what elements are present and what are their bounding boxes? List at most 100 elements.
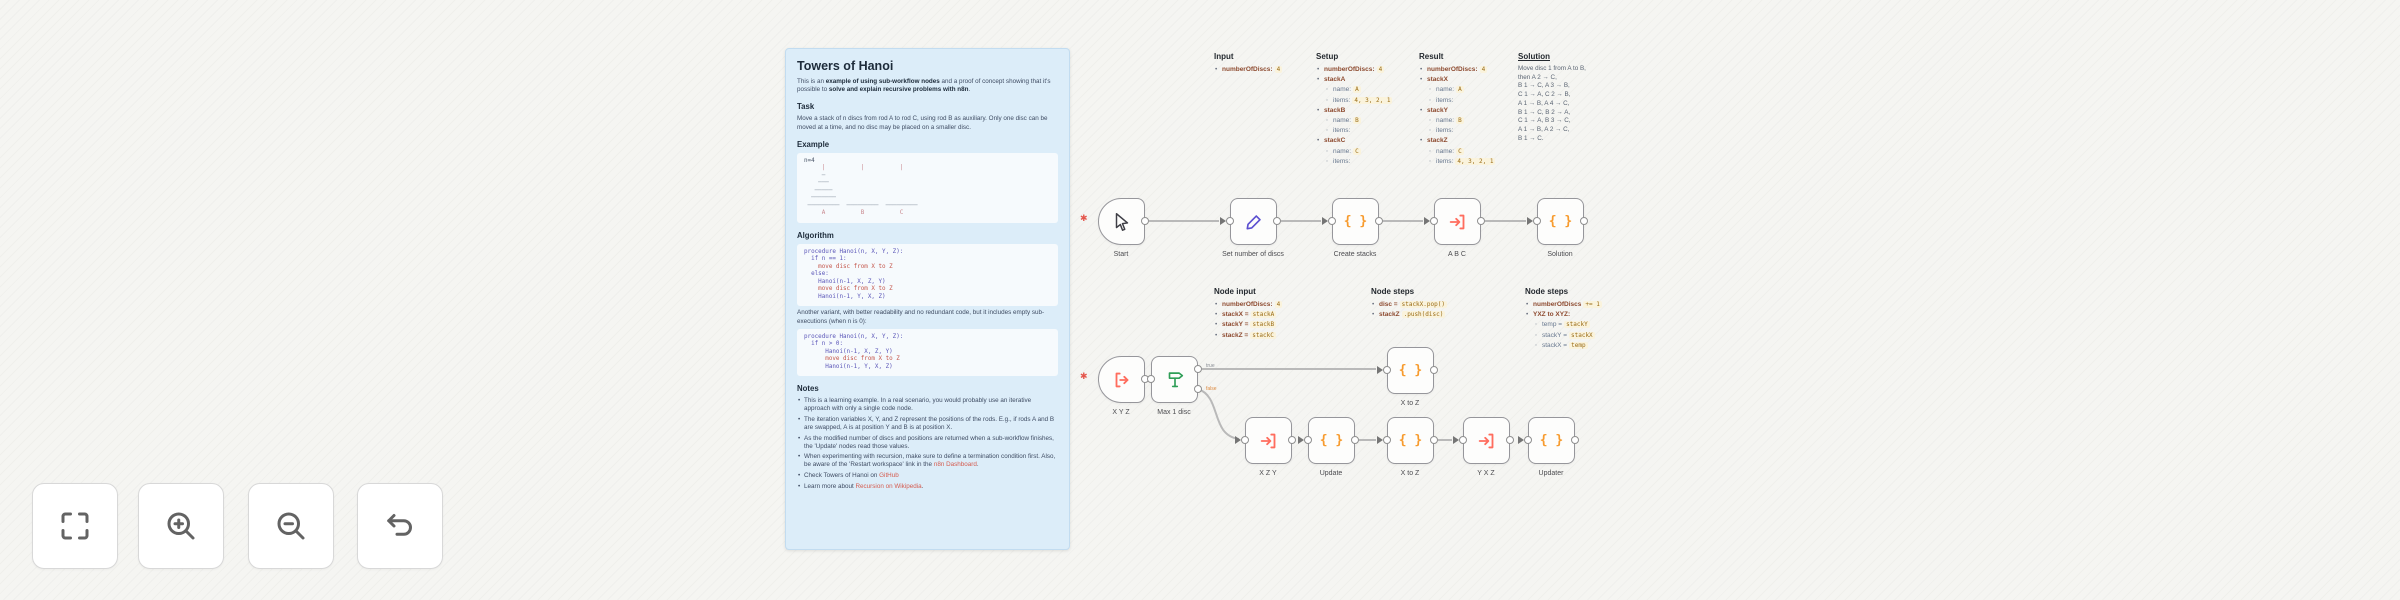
code-line: Hanoi(n-1, Y, X, Z): [804, 293, 886, 300]
node-xyz-trigger[interactable]: [1098, 356, 1145, 403]
note-item: Learn more about Recursion on Wikipedia.: [797, 483, 1058, 491]
code-braces-icon: { }: [1319, 433, 1344, 448]
node-updater[interactable]: { }: [1528, 417, 1575, 464]
input-port[interactable]: [1226, 217, 1234, 225]
input-port[interactable]: [1430, 217, 1438, 225]
annotation-row: stackC: [1316, 136, 1416, 146]
code-braces-icon: { }: [1398, 363, 1423, 378]
note-item: The iteration variables X, Y, and Z repr…: [797, 416, 1058, 432]
example-art-line: ─────: [804, 187, 833, 194]
input-port[interactable]: [1304, 436, 1312, 444]
code-line: if n == 1:: [804, 256, 847, 263]
solution-line: B 1 → C.: [1518, 134, 1544, 142]
annotation-row: name:B: [1316, 116, 1416, 126]
example-art-line: ───: [804, 180, 829, 187]
output-port[interactable]: [1351, 436, 1359, 444]
code-line: move disc from X to Z: [804, 263, 893, 270]
output-port-false[interactable]: [1194, 385, 1202, 393]
node-create-stacks-label: Create stacks: [1333, 251, 1377, 258]
if-signpost-icon: [1168, 371, 1183, 387]
connection-arrow: [1424, 217, 1430, 225]
annotation-row: stackY: [1419, 106, 1514, 116]
node-solution[interactable]: { }: [1537, 198, 1584, 245]
output-port[interactable]: [1477, 217, 1485, 225]
variant-text: Another variant, with better readability…: [797, 309, 1045, 325]
zoom-in-button[interactable]: [138, 483, 224, 569]
node-x-to-z-top[interactable]: { }: [1387, 347, 1434, 394]
input-port[interactable]: [1328, 217, 1336, 225]
trigger-marker-icon: ✱: [1080, 371, 1088, 381]
node-xzy-label: X Z Y: [1259, 470, 1277, 477]
annotation-row: items:: [1419, 96, 1514, 106]
note-link[interactable]: n8n Dashboard: [933, 461, 977, 469]
sticky-note[interactable]: Towers of Hanoi This is an example of us…: [785, 48, 1070, 550]
note-link[interactable]: GitHub: [879, 471, 899, 479]
input-port[interactable]: [1383, 366, 1391, 374]
annotation-setup[interactable]: Setup numberOfDiscs:4stackAname:Aitems:4…: [1316, 52, 1416, 167]
output-port[interactable]: [1273, 217, 1281, 225]
input-port[interactable]: [1241, 436, 1249, 444]
code-line: Hanoi(n-1, X, Z, Y): [804, 278, 886, 285]
zoom-out-button[interactable]: [248, 483, 334, 569]
annotation-row: items:4, 3, 2, 1: [1419, 157, 1514, 167]
output-port[interactable]: [1141, 217, 1149, 225]
note-link[interactable]: Recursion on Wikipedia: [855, 482, 922, 490]
node-yxz-label: Y X Z: [1477, 470, 1495, 477]
connection-true-branch: [1202, 368, 1376, 370]
node-max-1-disc[interactable]: [1151, 356, 1198, 403]
connection-arrow: [1377, 366, 1383, 374]
annotation-row: stackZ: [1419, 136, 1514, 146]
annotation-node-steps-update[interactable]: Node steps numberOfDiscs+= 1YXZ to XYZ:t…: [1525, 287, 1640, 351]
example-art-line: ───────── ───────── ─────────: [804, 202, 918, 209]
output-port[interactable]: [1580, 217, 1588, 225]
node-set-number-of-discs[interactable]: [1230, 198, 1277, 245]
solution-line: B 1 → C, A 3 → B,: [1518, 82, 1570, 90]
node-yxz[interactable]: [1463, 417, 1510, 464]
node-start[interactable]: [1098, 198, 1145, 245]
annotation-solution[interactable]: Solution Move disc 1 from A to B,then A …: [1518, 52, 1613, 143]
node-abc[interactable]: [1434, 198, 1481, 245]
annotation-row: stackX: [1419, 75, 1514, 85]
zoom-to-fit-button[interactable]: [32, 483, 118, 569]
annotation-title: Input: [1214, 52, 1234, 61]
output-port[interactable]: [1375, 217, 1383, 225]
node-updater-label: Updater: [1538, 470, 1564, 477]
node-update[interactable]: { }: [1308, 417, 1355, 464]
input-port[interactable]: [1533, 217, 1541, 225]
connection-arrow: [1527, 217, 1533, 225]
annotation-title: Solution: [1518, 52, 1550, 61]
reset-zoom-button[interactable]: [357, 483, 443, 569]
input-port[interactable]: [1524, 436, 1532, 444]
node-x-to-z[interactable]: { }: [1387, 417, 1434, 464]
connection-arrow: [1220, 217, 1226, 225]
annotation-node-steps-move[interactable]: Node steps disc =stackX.pop()stackZ.push…: [1371, 287, 1486, 321]
execute-workflow-icon: [1260, 433, 1275, 448]
node-create-stacks[interactable]: { }: [1332, 198, 1379, 245]
connection-arrow: [1322, 217, 1328, 225]
output-port[interactable]: [1506, 436, 1514, 444]
node-xzy[interactable]: [1245, 417, 1292, 464]
code-line: move disc from X to Z: [804, 286, 893, 293]
output-port[interactable]: [1288, 436, 1296, 444]
if-false-label: false: [1206, 386, 1217, 392]
connection: [1359, 439, 1376, 441]
output-port[interactable]: [1430, 366, 1438, 374]
annotation-node-input[interactable]: Node input numberOfDiscs:4stackX =stackA…: [1214, 287, 1329, 341]
output-port[interactable]: [1430, 436, 1438, 444]
input-port[interactable]: [1383, 436, 1391, 444]
output-port[interactable]: [1571, 436, 1579, 444]
output-port-true[interactable]: [1194, 365, 1202, 373]
algorithm-heading: Algorithm: [797, 230, 834, 240]
annotation-row: temp =stackY: [1525, 320, 1640, 331]
node-update-label: Update: [1319, 470, 1343, 477]
code-line: procedure Hanoi(n, X, Y, Z):: [804, 333, 904, 340]
input-port[interactable]: [1147, 375, 1155, 383]
input-port[interactable]: [1459, 436, 1467, 444]
annotation-input[interactable]: Input numberOfDiscs:4: [1214, 52, 1309, 75]
annotation-title: Result: [1419, 52, 1444, 61]
node-x-to-z-top-label: X to Z: [1400, 400, 1420, 407]
annotation-result[interactable]: Result numberOfDiscs:4stackXname:Aitems:…: [1419, 52, 1514, 167]
solution-line: C 1 → A, B 3 → C,: [1518, 117, 1571, 125]
example-art-line: ─: [804, 172, 826, 179]
